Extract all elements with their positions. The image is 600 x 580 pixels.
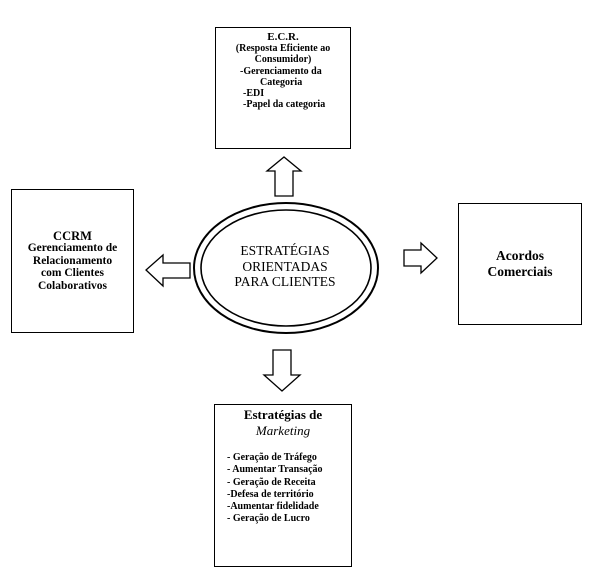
ecr-items: -Gerenciamento da Categoria -EDI -Papel … xyxy=(238,66,350,110)
marketing-title-italic: Marketing xyxy=(255,423,311,438)
ecr-item: -EDI xyxy=(243,88,265,99)
ccrm-line: Relacionamento xyxy=(32,254,113,267)
center-ellipse-outer xyxy=(193,202,379,334)
arrow-down-icon xyxy=(262,349,302,392)
acordos-box: Acordos Comerciais xyxy=(458,203,582,325)
ccrm-box: CCRM Gerenciamento de Relacionamento com… xyxy=(11,189,134,333)
ccrm-line: Gerenciamento de xyxy=(27,242,118,255)
center-line: ESTRATÉGIAS xyxy=(240,243,330,258)
marketing-item: - Geração de Tráfego xyxy=(227,452,317,463)
ccrm-line: Colaborativos xyxy=(38,279,107,292)
center-label: ESTRATÉGIAS ORIENTADAS PARA CLIENTES xyxy=(205,243,365,290)
marketing-item: - Geração de Lucro xyxy=(227,513,310,525)
acordos-line: Comerciais xyxy=(487,264,553,279)
ecr-box: E.C.R. (Resposta Eficiente ao Consumidor… xyxy=(215,27,351,149)
ecr-title: E.C.R. xyxy=(267,31,299,43)
marketing-box: Estratégias de Marketing - Geração de Tr… xyxy=(214,404,352,567)
ecr-subtitle-line: Consumidor) xyxy=(254,54,312,65)
marketing-title: Estratégias de xyxy=(243,407,323,422)
marketing-items: - Geração de Tráfego - Aumentar Transaçã… xyxy=(227,452,351,526)
center-line: ORIENTADAS xyxy=(242,258,328,274)
arrow-up-icon xyxy=(265,156,303,197)
ecr-item: -Gerenciamento da xyxy=(240,66,322,77)
ccrm-line: com Clientes xyxy=(41,267,104,280)
ccrm-title: CCRM xyxy=(53,228,92,243)
ecr-item: Categoria xyxy=(260,77,303,88)
acordos-line: Acordos xyxy=(496,248,544,263)
marketing-item: - Geração de Receita xyxy=(227,476,316,488)
marketing-item: - Aumentar Transação xyxy=(227,464,323,476)
ecr-item: -Papel da categoria xyxy=(243,99,326,110)
center-line: PARA CLIENTES xyxy=(234,274,336,289)
ecr-subtitle-line: (Resposta Eficiente ao xyxy=(235,43,331,54)
marketing-item: -Defesa de território xyxy=(227,488,314,500)
center-ellipse-inner xyxy=(200,209,372,327)
arrow-left-icon xyxy=(145,253,191,288)
arrow-right-icon xyxy=(403,241,438,275)
marketing-item: -Aumentar fidelidade xyxy=(227,501,319,513)
